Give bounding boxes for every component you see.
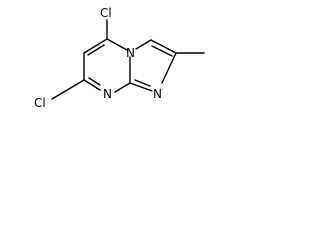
bonds: [51, 19, 205, 100]
atom-n-bridge: N: [126, 46, 135, 60]
atom-n-ring: N: [103, 87, 112, 101]
bond-c3-c2-inner: [151, 45, 173, 57]
bond-c5-c6-inner: [87, 44, 105, 56]
bond-c2-n1: [161, 52, 177, 84]
atom-cl-top: Cl: [100, 6, 112, 20]
bond-c7-cl: [51, 79, 85, 100]
atom-n-imidazole: N: [153, 87, 162, 101]
bond-c5-c6: [83, 38, 108, 54]
bond-c7-n8: [83, 79, 101, 91]
bond-c7-n8-inner: [88, 77, 101, 86]
bond-n1-c8a-inner: [134, 79, 151, 87]
bond-c3-c2: [150, 39, 177, 54]
bond-n4-c3: [135, 39, 152, 50]
molecule-structure: Cl Cl N N N: [34, 6, 205, 110]
bond-n1-c8a: [129, 82, 153, 92]
bond-c5-n4: [106, 38, 128, 51]
bond-n8-c8a: [114, 82, 131, 93]
atom-cl-left: Cl: [34, 96, 46, 110]
atom-labels: Cl Cl N N N: [34, 6, 162, 110]
